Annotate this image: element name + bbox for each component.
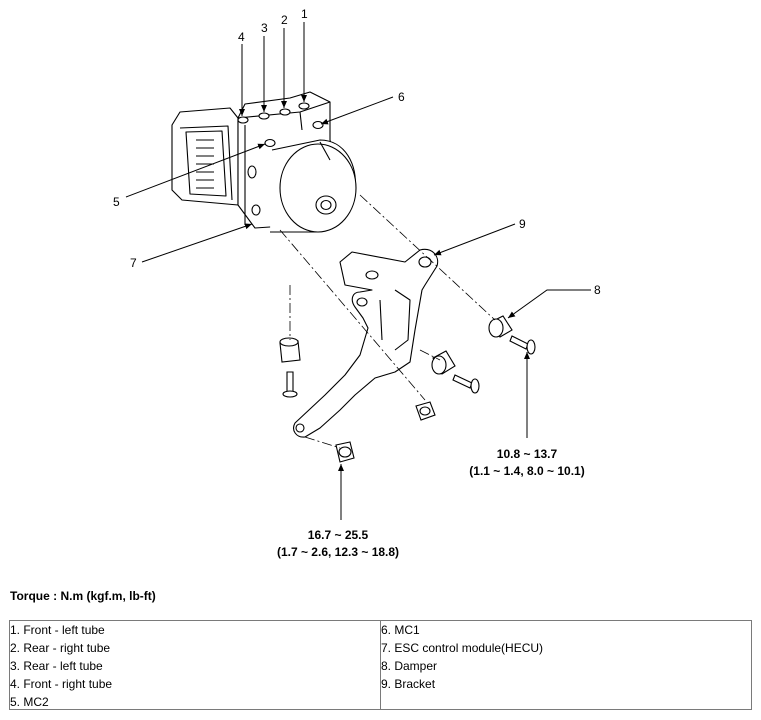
hecu-unit-drawing [171, 91, 357, 233]
bracket-drawing [293, 248, 439, 438]
legend-item: 3. Rear - left tube [10, 659, 103, 673]
legend-item: 8. Damper [381, 659, 438, 673]
legend-item: 1. Front - left tube [10, 623, 105, 637]
legend-item: 4. Front - right tube [10, 677, 113, 691]
legend-item: 7. ESC control module(HECU) [381, 641, 544, 655]
alignment-lines [279, 194, 496, 449]
torque-mount-nut-alt: (1.7 ~ 2.6, 12.3 ~ 18.8) [277, 545, 399, 559]
legend-column-right: 6. MC1 7. ESC control module(HECU) 8. Da… [380, 621, 751, 709]
callout-9: 9 [519, 217, 526, 231]
callout-1: 1 [301, 7, 308, 21]
torque-bracket-bolt-alt: (1.1 ~ 1.4, 8.0 ~ 10.1) [469, 464, 584, 478]
callout-5: 5 [113, 195, 120, 209]
callout-6: 6 [398, 90, 405, 104]
callout-7: 7 [130, 256, 137, 270]
callout-2: 2 [281, 13, 288, 27]
fasteners-drawing [279, 315, 536, 463]
callout-3: 3 [261, 21, 268, 35]
legend-item: 9. Bracket [381, 677, 436, 691]
legend-item: 5. MC2 [10, 695, 49, 709]
torque-mount-nut-value: 16.7 ~ 25.5 [308, 528, 369, 542]
connector-pins [196, 139, 214, 189]
legend-item: 6. MC1 [381, 623, 420, 637]
callout-4: 4 [238, 30, 245, 44]
torque-units-label: Torque : N.m (kgf.m, lb-ft) [10, 589, 156, 603]
hecu-assembly-diagram: 1 2 3 4 5 6 7 8 9 10.8 ~ 13.7 (1.1 ~ 1.4… [113, 7, 601, 559]
parts-legend-table: 1. Front - left tube 2. Rear - right tub… [9, 620, 752, 710]
legend-column-left: 1. Front - left tube 2. Rear - right tub… [10, 621, 380, 709]
torque-bracket-bolt-value: 10.8 ~ 13.7 [497, 447, 558, 461]
leader-lines [125, 22, 591, 520]
callout-8: 8 [594, 283, 601, 297]
legend-item: 2. Rear - right tube [10, 641, 111, 655]
